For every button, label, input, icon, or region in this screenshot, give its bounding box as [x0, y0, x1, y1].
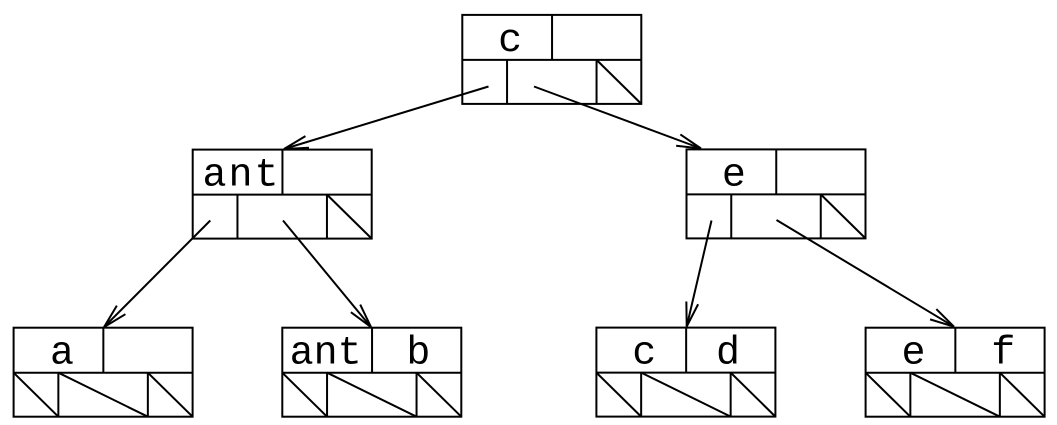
svg-text:c: c: [632, 332, 656, 377]
svg-text:a: a: [50, 332, 74, 377]
svg-text:e: e: [901, 332, 925, 377]
svg-text:e: e: [722, 153, 746, 198]
svg-text:c: c: [498, 19, 522, 64]
svg-text:d: d: [716, 332, 740, 377]
svg-text:ant: ant: [290, 332, 362, 377]
svg-text:b: b: [406, 332, 430, 377]
svg-text:f: f: [991, 332, 1015, 377]
svg-text:ant: ant: [203, 154, 281, 199]
